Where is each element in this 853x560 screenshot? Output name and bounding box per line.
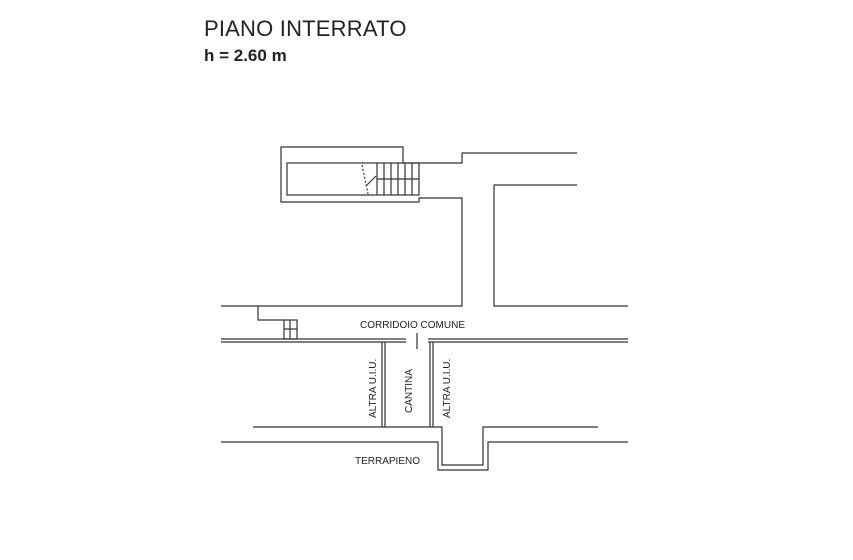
plan-title: PIANO INTERRATO xyxy=(204,16,407,41)
corridor-walls xyxy=(221,333,628,349)
label-cellar: CANTINA xyxy=(404,369,415,413)
label-other-unit-left: ALTRA U.I.U. xyxy=(368,359,379,418)
right-block xyxy=(493,184,628,307)
floor-height: h = 2.60 m xyxy=(204,46,287,65)
label-other-unit-right: ALTRA U.I.U. xyxy=(442,359,453,418)
cellar-walls xyxy=(221,342,628,471)
small-stair xyxy=(257,306,298,340)
label-embankment: TERRAPIENO xyxy=(355,456,420,467)
stair-steps xyxy=(361,163,419,195)
label-corridor: CORRIDOIO COMUNE xyxy=(360,320,465,331)
stair-block xyxy=(221,146,577,307)
